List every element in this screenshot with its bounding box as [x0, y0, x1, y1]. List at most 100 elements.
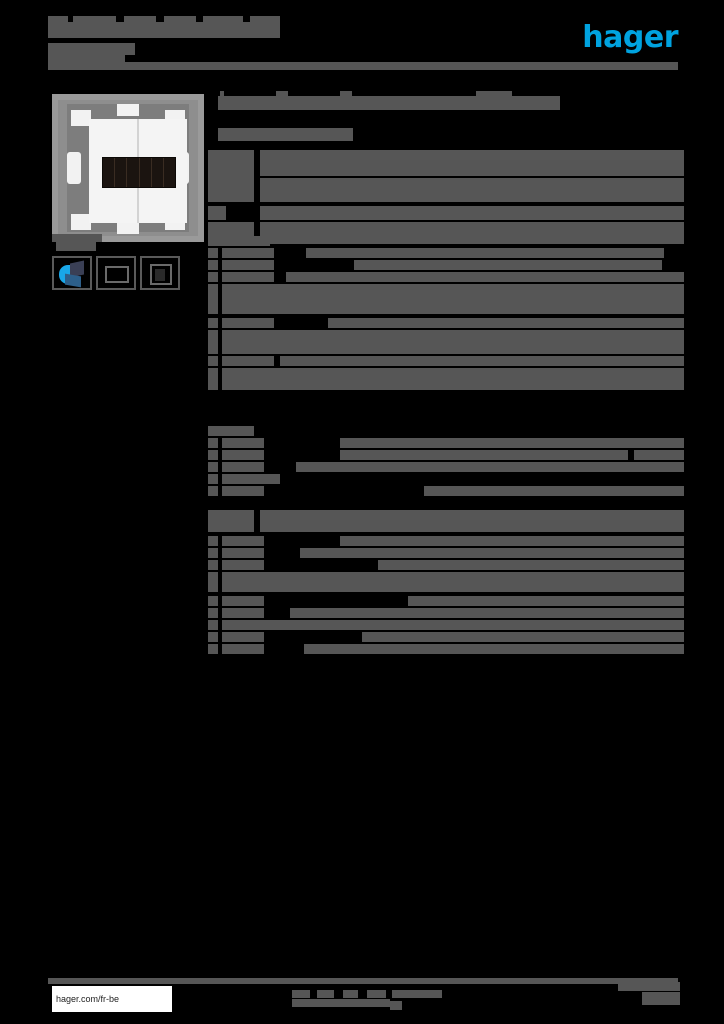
spec-row-value [260, 510, 684, 532]
spec-row-value [222, 438, 264, 448]
footer-center-line-1 [292, 990, 442, 998]
spec-row-value [340, 450, 628, 460]
spec-row-value [222, 318, 274, 328]
spec-row-label [208, 236, 270, 246]
hager-logo: hager [568, 23, 678, 53]
spec-row-label [208, 560, 218, 570]
heading-accent [476, 91, 512, 97]
heading-accent [220, 91, 224, 97]
footer-center-text [292, 990, 452, 1010]
spec-row-value [408, 596, 684, 606]
specification-heading-text [218, 96, 560, 110]
footer-url-link[interactable]: hager.com/fr-be [52, 986, 172, 1012]
spec-row-value [260, 150, 684, 176]
specification-subheading [218, 128, 353, 141]
spec-row-label [208, 596, 218, 606]
cube-3d-icon [59, 260, 85, 288]
spec-row-label [208, 368, 218, 390]
thumbnail-strip [52, 242, 204, 294]
solar-segment [127, 158, 140, 187]
spec-row-label [208, 510, 254, 532]
solar-segment [115, 158, 128, 187]
spec-group-2 [208, 236, 684, 390]
spec-row-label [208, 608, 218, 618]
spec-row-label [208, 426, 254, 436]
spec-group-3 [208, 426, 684, 496]
spec-row-label [208, 206, 226, 220]
rectangle-icon [105, 266, 129, 283]
spec-row-label [208, 486, 218, 496]
spec-row-value [222, 632, 264, 642]
spec-row-label [208, 330, 218, 354]
spec-row-label [208, 462, 218, 472]
product-photo[interactable] [52, 94, 204, 242]
spec-row-value [222, 608, 264, 618]
spec-row-value [222, 462, 264, 472]
spec-row-label [208, 438, 218, 448]
title-gap [68, 16, 73, 22]
spec-group-4 [208, 510, 684, 654]
spec-row-label [208, 536, 218, 546]
specification-heading [208, 88, 684, 112]
page-title-line-1 [48, 16, 280, 38]
mounting-claw-icon [117, 104, 139, 116]
spec-row-value [634, 450, 684, 460]
spec-row-value [340, 438, 684, 448]
product-photo-frame [58, 100, 198, 236]
solar-segment [140, 158, 152, 187]
solar-segment [164, 158, 175, 187]
spec-row-label [208, 450, 218, 460]
solar-cell-panel [102, 157, 176, 188]
spec-row-value [222, 486, 264, 496]
spec-row-label [208, 356, 218, 366]
footer-page-line-2 [642, 992, 680, 1005]
footer-center-line-2-tail [390, 1001, 402, 1010]
spec-row-value [222, 548, 264, 558]
switch-mounting-plate [67, 104, 189, 234]
title-gap [156, 16, 164, 22]
spec-row-value [362, 632, 684, 642]
header-divider [48, 62, 678, 70]
spec-row-value [304, 644, 684, 654]
spec-row-value [222, 536, 264, 546]
title-gap [116, 16, 124, 22]
page-title-line-2-tail [125, 43, 135, 55]
spec-row-value [222, 474, 280, 484]
spec-row-value [222, 330, 684, 354]
spec-row-label [208, 248, 218, 258]
page-title [48, 14, 348, 62]
outline-icon-inner [155, 269, 165, 281]
spec-row-value [328, 318, 684, 328]
mounting-claw-icon [71, 110, 91, 126]
spec-row-value [260, 206, 684, 220]
spec-row-value [222, 368, 684, 390]
thumbnail-3d-view[interactable] [52, 256, 92, 290]
spec-row-label [208, 620, 218, 630]
solar-segment [103, 158, 116, 187]
thumbnail-diagram[interactable] [96, 256, 136, 290]
spec-row-label [208, 474, 218, 484]
spec-row-value [354, 260, 662, 270]
page-header: hager [0, 0, 724, 78]
spec-row-label [208, 548, 218, 558]
footer-center-line-2 [292, 999, 390, 1007]
product-photo-caption [52, 234, 102, 242]
title-gap [243, 16, 250, 22]
spec-row-value [222, 644, 264, 654]
spec-row-value [340, 536, 684, 546]
thumbnail-drawing[interactable] [140, 256, 180, 290]
spec-row-value [222, 620, 684, 630]
footer-page-number [618, 982, 680, 1008]
thumbnail-strip-label [56, 242, 96, 251]
mounting-claw-icon [71, 214, 91, 230]
outline-icon [150, 264, 172, 285]
spec-row-value [296, 462, 684, 472]
footer-page-line-1 [618, 982, 680, 991]
spec-row-label [208, 260, 218, 270]
spec-row-value [286, 272, 684, 282]
footer-url-text: hager.com/fr-be [56, 994, 120, 1004]
spec-row-value [260, 222, 684, 244]
spec-row-value [222, 450, 264, 460]
footer-gap [358, 990, 367, 998]
